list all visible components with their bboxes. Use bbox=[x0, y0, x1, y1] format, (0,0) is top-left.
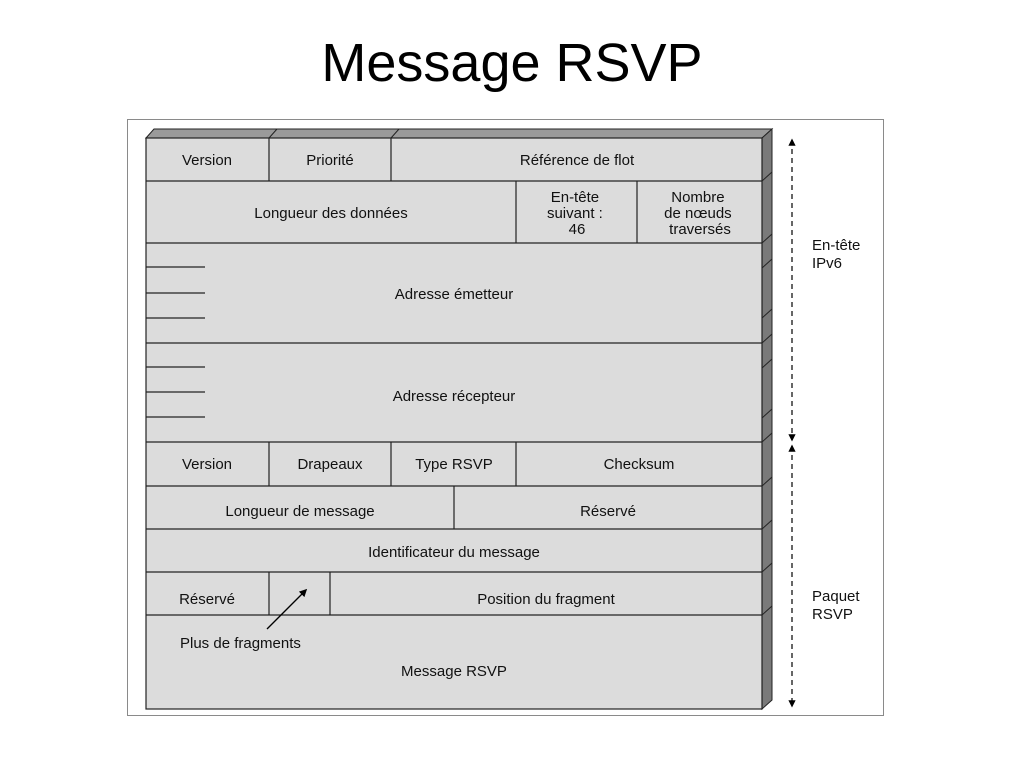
rsvp-message-label: Message RSVP bbox=[401, 663, 507, 680]
rsvp-reserved-label: Réservé bbox=[580, 503, 636, 520]
rsvp-version-label: Version bbox=[182, 456, 232, 473]
destination-address-word-ticks bbox=[146, 366, 205, 418]
page-title: Message RSVP bbox=[321, 33, 703, 93]
more-fragments-arrow bbox=[266, 588, 308, 630]
block-right-face bbox=[761, 127, 773, 711]
source-address-word-ticks bbox=[146, 266, 205, 319]
rsvp-flags-label: Drapeaux bbox=[297, 456, 363, 473]
block-top-face bbox=[144, 128, 774, 139]
ipv6-destination-address-label: Adresse récepteur bbox=[393, 388, 516, 405]
rsvp-fragment-offset-label: Position du fragment bbox=[477, 591, 615, 608]
more-fragments-label: Plus de fragments bbox=[180, 635, 301, 652]
rsvp-fragment-reserved-label: Réservé bbox=[179, 591, 235, 608]
rsvp-checksum-label: Checksum bbox=[604, 456, 675, 473]
block-front-face bbox=[145, 137, 763, 710]
rsvp-packet-side-label: Paquet RSVP bbox=[812, 588, 864, 623]
ipv6-priority-label: Priorité bbox=[306, 152, 354, 169]
ipv6-version-label: Version bbox=[182, 152, 232, 169]
rsvp-type-label: Type RSVP bbox=[415, 456, 493, 473]
ipv6-hop-count-label: Nombre de nœuds traversés bbox=[664, 189, 736, 238]
rsvp-message-length-label: Longueur de message bbox=[225, 503, 374, 520]
ipv6-source-address-label: Adresse émetteur bbox=[395, 286, 513, 303]
rsvp-message-id-label: Identificateur du message bbox=[368, 544, 540, 561]
ipv6-next-header-label: En-tête suivant : 46 bbox=[547, 189, 607, 238]
ipv6-payload-length-label: Longueur des données bbox=[254, 205, 407, 222]
ipv6-header-side-label: En-tête IPv6 bbox=[812, 237, 865, 272]
ipv6-flow-label: Référence de flot bbox=[520, 152, 635, 169]
